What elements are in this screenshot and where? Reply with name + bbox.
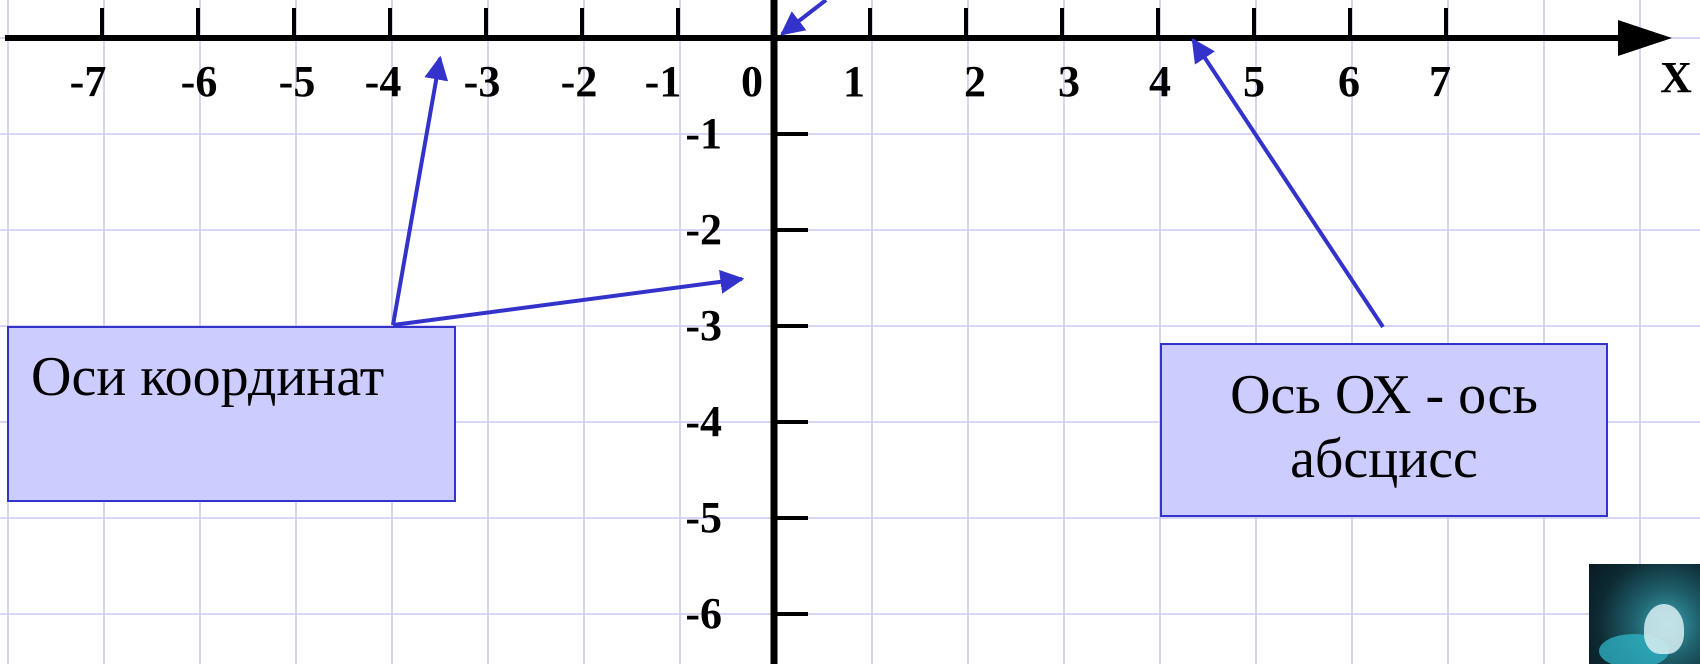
tick-marks [100, 8, 1448, 616]
arrow-to-y-axis [392, 269, 745, 327]
x-tick-label: -1 [645, 57, 682, 106]
x-tick-label: 6 [1338, 57, 1360, 106]
pointer-arrows [391, 0, 1385, 329]
x-tick-label: 7 [1429, 57, 1451, 106]
callout-ox-line1: Ось ОХ - ось [1230, 364, 1538, 426]
callout-coordinate-axes-text: Оси координат [31, 346, 385, 408]
y-tick-label: -2 [685, 205, 722, 254]
x-tick-label: 0 [741, 57, 763, 106]
x-tick-label: -3 [464, 57, 501, 106]
callout-ox-line2: абсцисс [1290, 428, 1478, 491]
x-tick-label: -2 [561, 57, 598, 106]
x-axis-label: X [1660, 53, 1692, 102]
x-tick-label: 5 [1243, 57, 1265, 106]
arrow-to-x-axis [391, 55, 449, 326]
x-tick-label: 3 [1058, 57, 1080, 106]
x-tick-label: -6 [181, 57, 218, 106]
x-tick-label: 4 [1149, 57, 1171, 106]
thumbnail-image [1589, 564, 1700, 664]
y-tick-label: -4 [685, 397, 722, 446]
x-tick-label: -5 [279, 57, 316, 106]
arrow-to-origin [780, 0, 828, 36]
callout-ox-axis: Ось ОХ - ось абсцисс [1160, 343, 1608, 517]
x-tick-label: -7 [70, 57, 107, 106]
x-tick-label: 2 [964, 57, 986, 106]
tick-labels: -7 -6 -5 -4 -3 -2 -1 0 1 2 3 4 5 6 7 X -1 -2 -3 -4 -5 -6 [70, 53, 1692, 638]
y-tick-label: -3 [685, 301, 722, 350]
x-tick-label: -4 [365, 57, 402, 106]
x-axis-arrowhead [1618, 20, 1672, 56]
y-tick-label: -1 [685, 109, 722, 158]
arrow-to-ox [1191, 37, 1385, 329]
x-tick-label: 1 [843, 57, 865, 106]
axes-group [5, 0, 1672, 664]
y-tick-label: -6 [685, 589, 722, 638]
callout-coordinate-axes: Оси координат [7, 326, 456, 502]
y-tick-label: -5 [685, 493, 722, 542]
thumbnail-glint [1644, 604, 1684, 654]
